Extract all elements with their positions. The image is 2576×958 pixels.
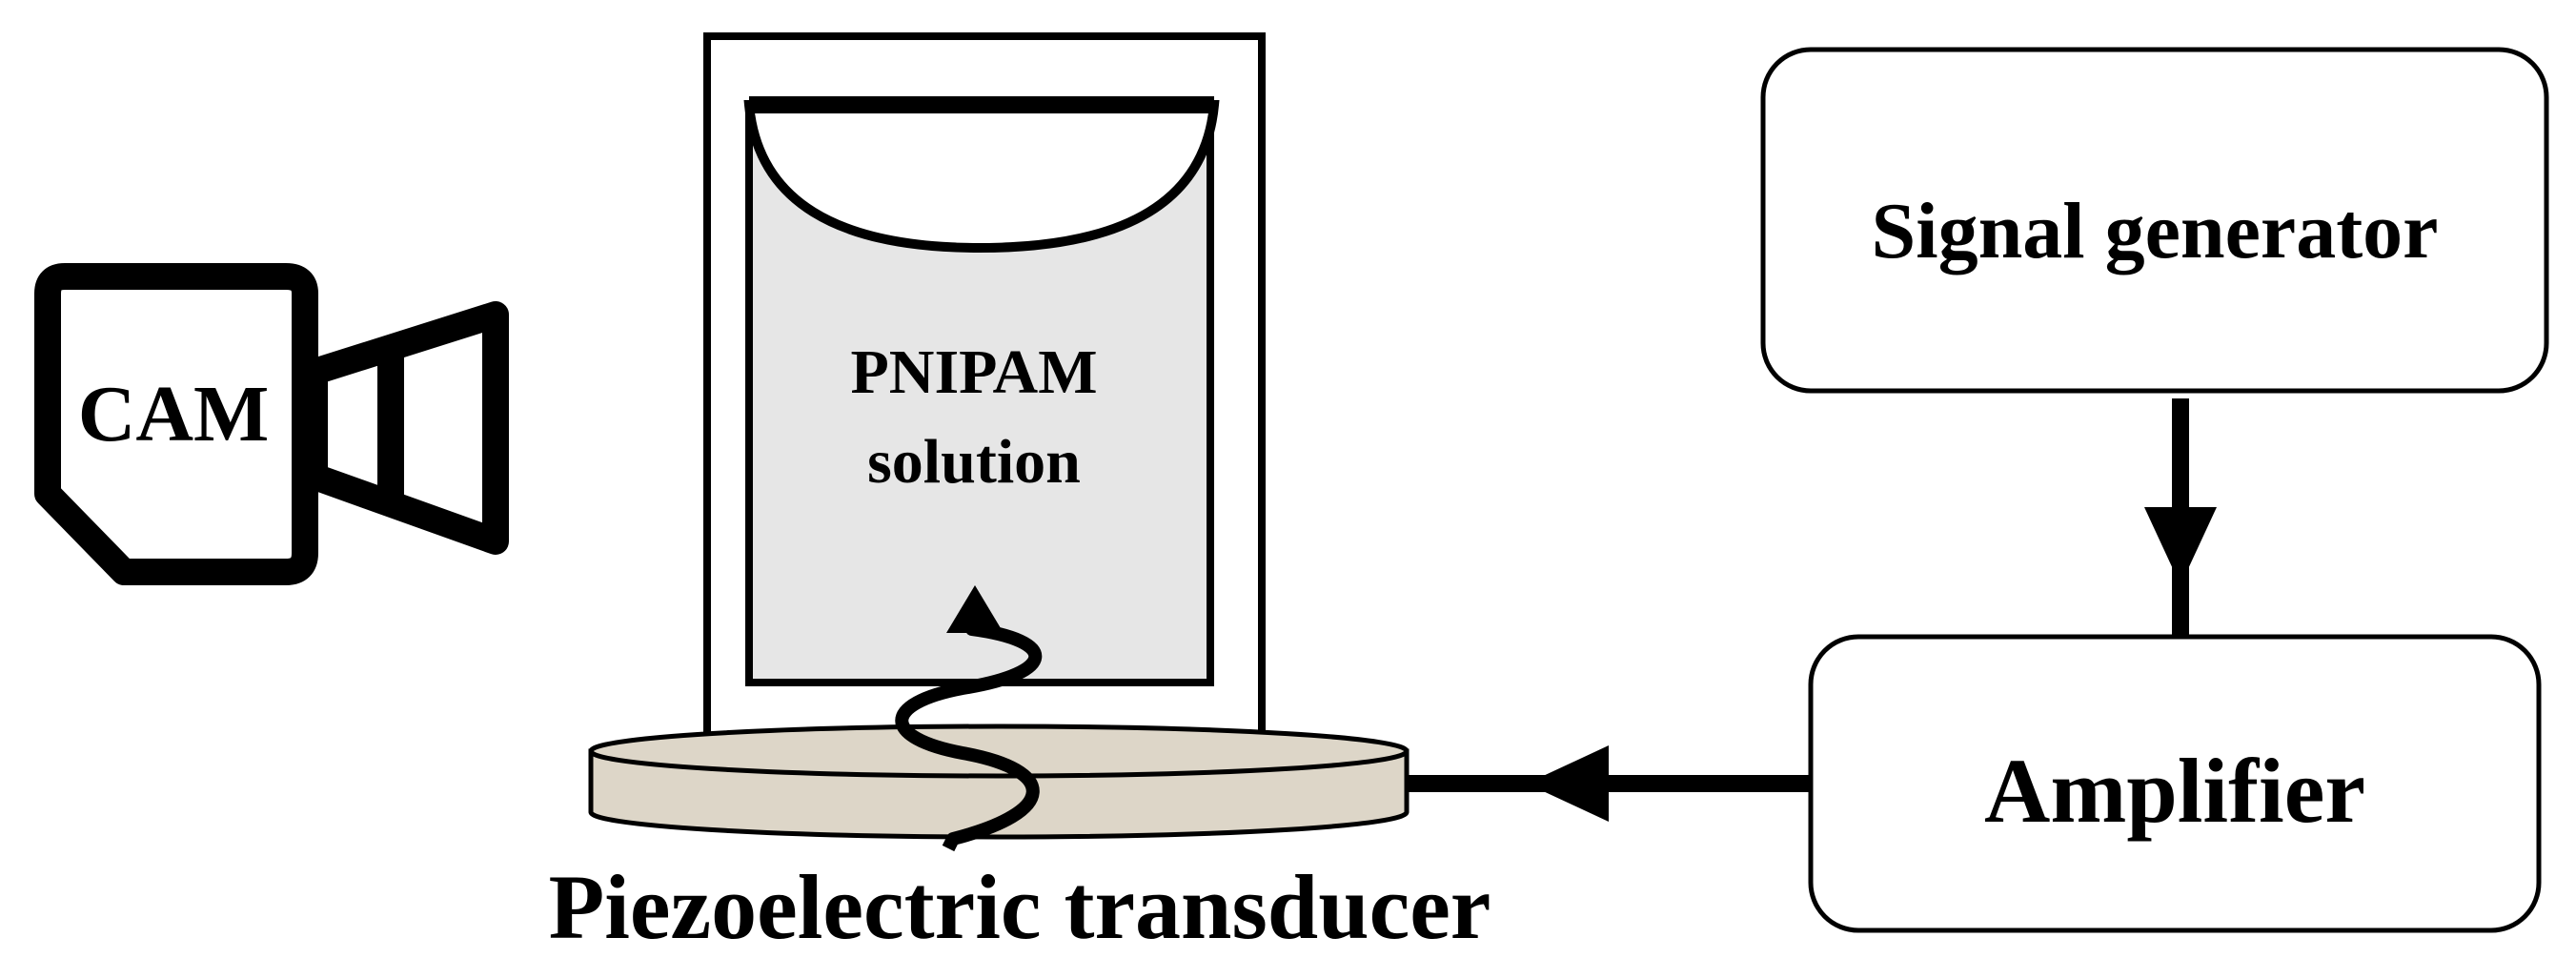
- transducer-label: Piezoelectric transducer: [549, 856, 1491, 958]
- piezoelectric-transducer: [588, 724, 1410, 840]
- signal-generator-label: Signal generator: [1872, 187, 2439, 275]
- wave-arrow-icon: [895, 585, 1043, 852]
- signal-generator-box: [1760, 47, 2549, 394]
- solution-label-line2: solution: [867, 427, 1081, 497]
- solution-label-line1: PNIPAM: [850, 337, 1097, 407]
- camera-label: CAM: [78, 370, 270, 459]
- arrow-left-icon: [1407, 745, 1811, 822]
- camera-icon: CAM: [34, 263, 509, 585]
- arrow-down-icon: [2144, 398, 2217, 637]
- solution-meniscus: [743, 100, 1220, 254]
- amplifier-label: Amplifier: [1984, 740, 2365, 842]
